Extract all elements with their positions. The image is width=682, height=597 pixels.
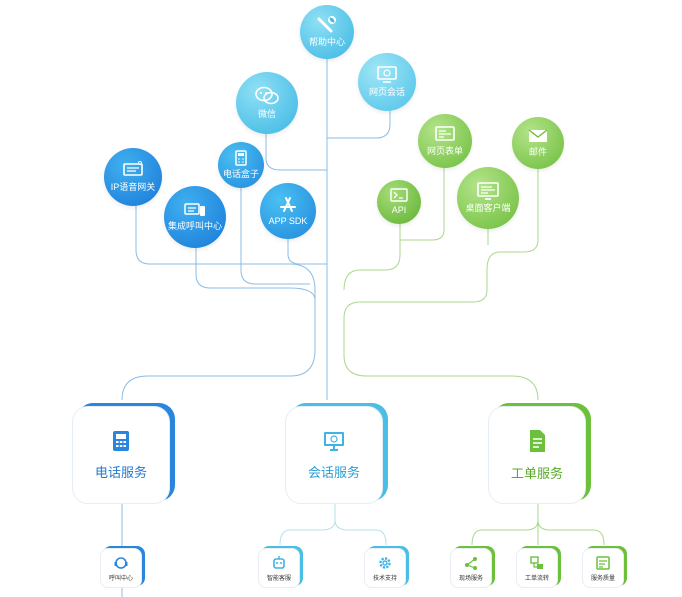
channel-wechat[interactable]: 微信 [236, 72, 298, 134]
channel-label: 网页表单 [426, 146, 463, 156]
subservice-onsite[interactable]: 现场服务 [450, 548, 492, 588]
call-center-icon [184, 203, 205, 216]
phone-icon [113, 430, 129, 451]
channel-label: 桌面客户端 [465, 203, 511, 213]
channel-label: 电话盒子 [222, 169, 259, 179]
channel-desktop-client[interactable]: 桌面客户端 [457, 167, 519, 229]
subservice-call-center[interactable]: 呼叫中心 [100, 548, 142, 588]
wrench-icon [317, 16, 336, 33]
channel-web-form[interactable]: 网页表单 [418, 114, 472, 168]
service-title: 电话服务 [94, 464, 147, 480]
channel-label: API [391, 205, 407, 215]
terminal-icon [390, 188, 408, 202]
subservice-label: 现场服务 [458, 575, 483, 582]
channel-help-center[interactable]: 帮助中心 [300, 5, 354, 59]
gear-icon [379, 556, 391, 569]
subservice-label: 智能客服 [266, 575, 291, 582]
app-store-icon [280, 197, 296, 212]
channel-call-center-integration[interactable]: 集成呼叫中心 [164, 186, 226, 248]
checklist-icon [596, 555, 610, 570]
service-title: 工单服务 [510, 465, 563, 481]
channel-app-sdk[interactable]: APP SDK [260, 183, 316, 239]
wechat-icon [255, 86, 279, 105]
monitor-icon [324, 431, 344, 451]
headset-icon [114, 556, 128, 569]
service-card-ticket[interactable]: 工单服务 [488, 406, 586, 504]
channel-label: APP SDK [268, 216, 308, 226]
subservice-ticket-flow[interactable]: 工单流转 [516, 548, 558, 588]
subservice-label: 技术支持 [372, 575, 397, 582]
channel-api[interactable]: API [377, 180, 421, 224]
desk-phone-icon [235, 150, 247, 166]
channel-label: 帮助中心 [308, 37, 345, 47]
flow-icon [530, 555, 543, 569]
channel-web-chat[interactable]: 网页会话 [358, 53, 416, 111]
service-card-phone[interactable]: 电话服务 [72, 406, 170, 504]
desktop-icon [477, 182, 499, 200]
channel-ip-gateway[interactable]: IP语音网关 [104, 148, 162, 206]
service-card-chat[interactable]: 会话服务 [285, 406, 383, 504]
envelope-icon [528, 129, 548, 142]
share-icon [465, 556, 477, 570]
channel-label: 邮件 [528, 147, 547, 157]
subservice-label: 服务质量 [590, 575, 615, 582]
service-title: 会话服务 [307, 464, 360, 480]
subservice-label: 工单流转 [524, 575, 549, 582]
subservice-smart-bot[interactable]: 智能客服 [258, 548, 300, 588]
subservice-label: 呼叫中心 [108, 575, 133, 582]
channel-label: IP语音网关 [110, 182, 156, 192]
channel-email[interactable]: 邮件 [512, 117, 564, 169]
channel-label: 网页会话 [368, 87, 405, 97]
channel-phone-box[interactable]: 电话盒子 [218, 142, 264, 188]
monitor-chat-icon [377, 66, 397, 83]
subservice-tech-support[interactable]: 技术支持 [364, 548, 406, 588]
gateway-icon [123, 161, 143, 176]
channel-label: 集成呼叫中心 [167, 221, 222, 231]
channel-label: 微信 [257, 109, 276, 119]
subservice-quality[interactable]: 服务质量 [582, 548, 624, 588]
robot-icon [273, 555, 285, 569]
form-icon [435, 126, 455, 141]
document-icon [530, 429, 545, 452]
